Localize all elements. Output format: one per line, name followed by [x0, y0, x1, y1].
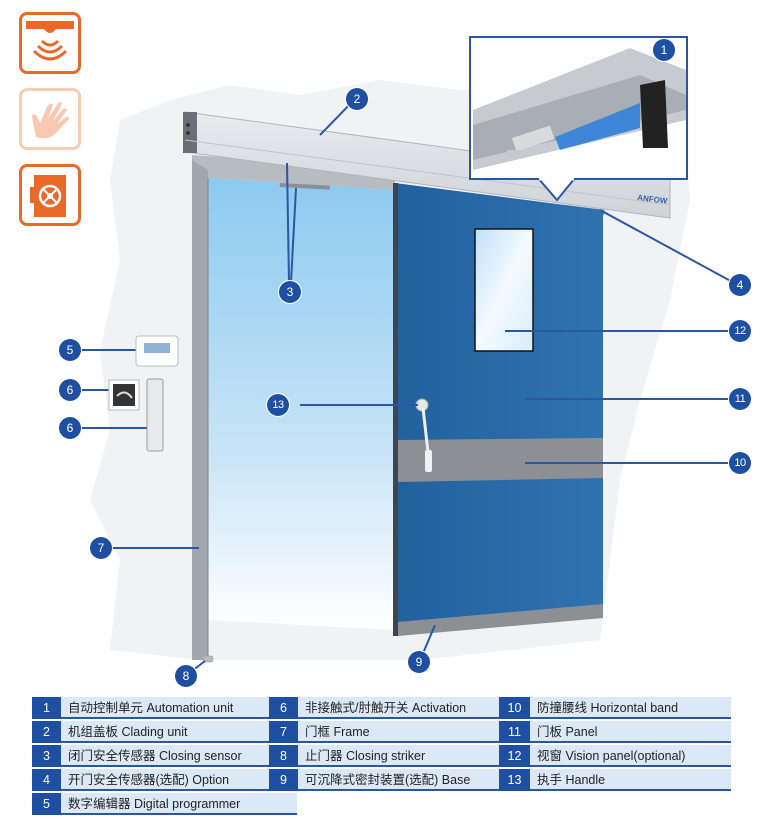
legend-label: 开门安全传感器(选配) Option [61, 769, 297, 791]
door-diagram: ANFOW [80, 36, 740, 675]
legend-label: 门框 Frame [298, 721, 501, 743]
callout-4: 4 [729, 274, 751, 296]
callout-2: 2 [346, 88, 368, 110]
cladding-end-cap [183, 112, 197, 153]
callout-7: 7 [90, 537, 112, 559]
frame-post [192, 160, 208, 660]
motor-unit [555, 103, 640, 150]
sensor-waves-icon [19, 12, 81, 74]
legend-num: 4 [32, 769, 61, 791]
elbow-switch [146, 378, 164, 452]
horizontal-band [398, 438, 603, 482]
legend-num: 11 [499, 721, 530, 743]
legend-num: 6 [269, 697, 298, 719]
legend-label: 非接触式/肘触开关 Activation [298, 697, 501, 719]
legend-label: 机组盖板 Clading unit [61, 721, 297, 743]
legend-label: 数字编辑器 Digital programmer [61, 793, 297, 815]
callout-10: 10 [729, 452, 751, 474]
legend-label: 执手 Handle [530, 769, 731, 791]
callout-3: 3 [279, 281, 301, 303]
callout-8: 8 [175, 665, 197, 687]
closing-striker [202, 655, 214, 663]
brand-logo: ANFOW [637, 193, 669, 206]
end-bumper [640, 80, 668, 148]
callout-9: 9 [408, 651, 430, 673]
frame-lintel [192, 155, 395, 190]
legend-num: 2 [32, 721, 61, 743]
legend-label: 视窗 Vision panel(optional) [530, 745, 731, 767]
legend-num: 12 [499, 745, 530, 767]
legend-num: 8 [269, 745, 298, 767]
callout-6b: 6 [59, 417, 81, 439]
callout-6a: 6 [59, 379, 81, 401]
legend-label: 自动控制单元 Automation unit [61, 697, 297, 719]
door-panel [395, 183, 603, 622]
legend-num: 13 [499, 769, 530, 791]
callout-12: 12 [729, 320, 751, 342]
legend-num: 7 [269, 721, 298, 743]
legend-label: 防撞腰线 Horizontal band [530, 697, 731, 719]
legend-num: 3 [32, 745, 61, 767]
vision-panel [474, 228, 534, 352]
callout-5: 5 [59, 339, 81, 361]
closing-sensor-2 [279, 183, 330, 190]
base-seal [398, 604, 603, 636]
hand-wave-icon [19, 88, 81, 150]
legend-num: 5 [32, 793, 61, 815]
callout-11: 11 [729, 388, 751, 410]
safe-switch-icon [19, 164, 81, 226]
legend-label: 止门器 Closing striker [298, 745, 501, 767]
handle-bar [421, 407, 430, 453]
callout-1: 1 [653, 39, 675, 61]
legend-label: 闭门安全传感器 Closing sensor [61, 745, 297, 767]
handle-grip [425, 450, 432, 472]
legend-label: 门板 Panel [530, 721, 731, 743]
legend-num: 10 [499, 697, 530, 719]
callout-13: 13 [267, 394, 289, 416]
legend-num: 9 [269, 769, 298, 791]
legend-num: 1 [32, 697, 61, 719]
legend-label: 可沉降式密封装置(选配) Base [298, 769, 501, 791]
